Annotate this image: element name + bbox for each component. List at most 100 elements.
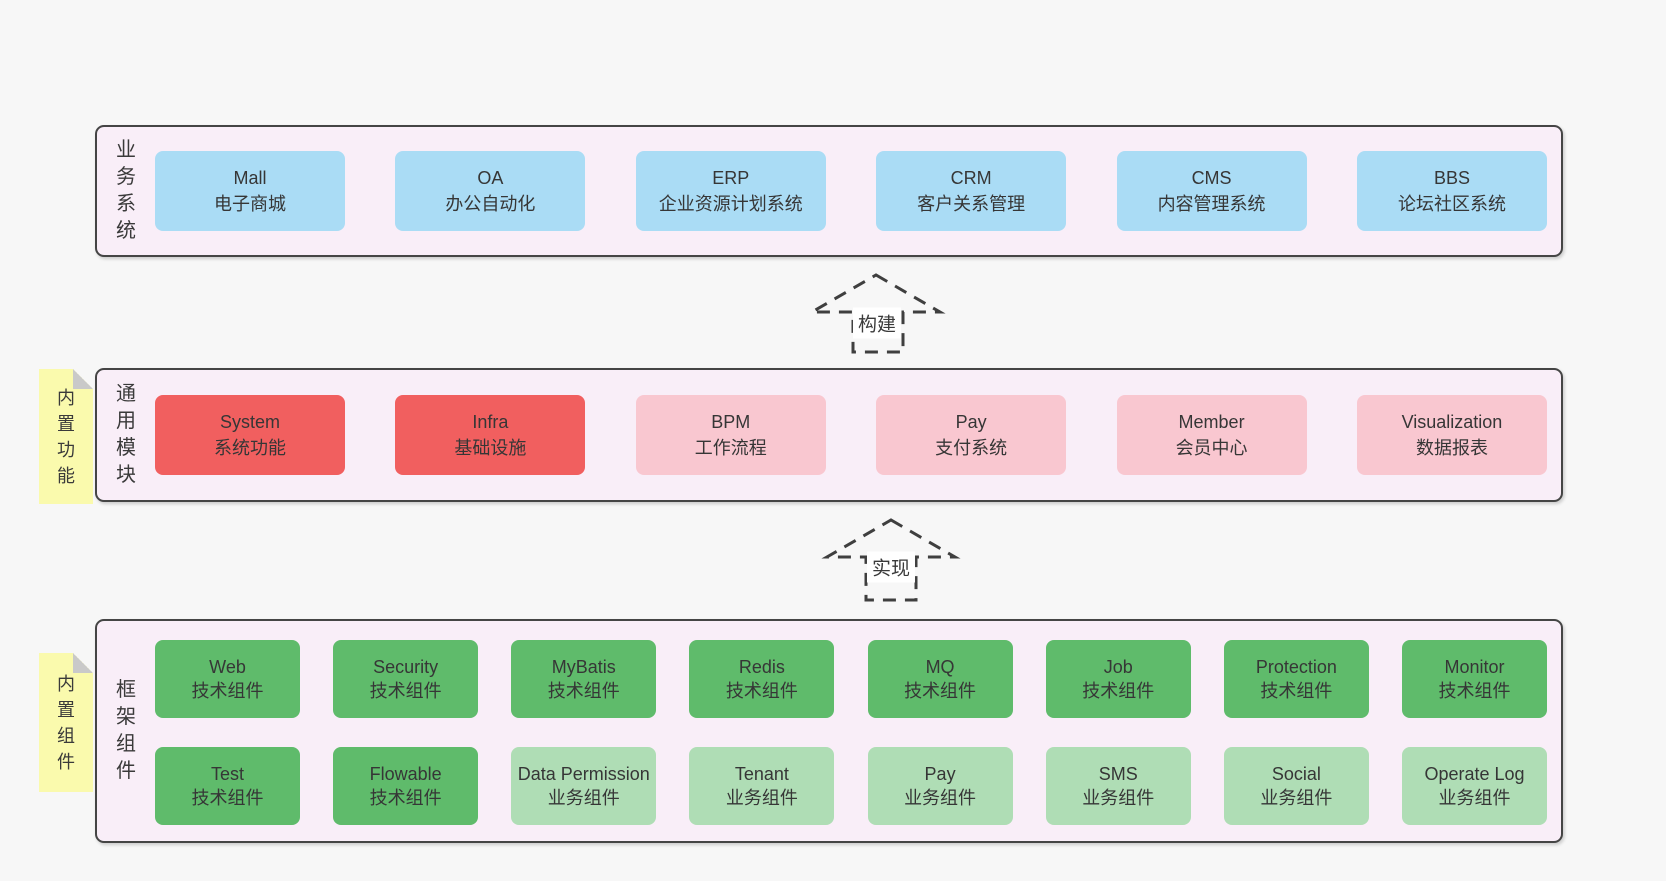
module-desc: 业务组件 bbox=[1438, 788, 1511, 808]
module-box-mybatis: MyBatis 技术组件 bbox=[511, 640, 657, 718]
band-label-modules: 通用模块 bbox=[116, 383, 136, 486]
module-box-cms: CMS 内容管理系统 bbox=[1116, 151, 1307, 231]
module-name: Member bbox=[1178, 412, 1245, 432]
module-name: Infra bbox=[472, 412, 509, 432]
module-desc: 业务组件 bbox=[725, 788, 798, 808]
sticky-note-builtin-components: 内置组件 bbox=[39, 653, 93, 792]
module-box-mall: Mall 电子商城 bbox=[155, 151, 345, 231]
module-desc: 技术组件 bbox=[1438, 681, 1511, 701]
module-name: System bbox=[219, 412, 280, 432]
build-arrow bbox=[806, 273, 946, 354]
module-desc: 电子商城 bbox=[214, 194, 286, 214]
module-name: SMS bbox=[1098, 764, 1138, 784]
module-box-protection: Protection 技术组件 bbox=[1223, 640, 1369, 718]
sticky-note-text: 内置组件 bbox=[57, 673, 75, 772]
module-desc: 技术组件 bbox=[191, 788, 264, 808]
module-desc: 技术组件 bbox=[369, 681, 442, 701]
business-systems-row: Mall 电子商城 OA 办公自动化 ERP 企业资源计划系统 CRM 客户关系管理 CMS 内容… bbox=[155, 127, 1547, 255]
module-name: Mall bbox=[233, 168, 267, 188]
module-box-mq: MQ 技术组件 bbox=[867, 640, 1013, 718]
module-desc: 技术组件 bbox=[904, 681, 977, 701]
module-box-redis: Redis 技术组件 bbox=[689, 640, 835, 718]
module-box-monitor: Monitor 技术组件 bbox=[1401, 640, 1547, 718]
module-name: Monitor bbox=[1444, 657, 1505, 677]
folded-corner-icon bbox=[73, 369, 93, 389]
module-box-member: Member 会员中心 bbox=[1116, 395, 1307, 475]
common-modules-row: System 系统功能 Infra 基础设施 BPM 工作流程 Pay 支付系统 Member 会… bbox=[155, 370, 1547, 500]
module-desc: 工作流程 bbox=[694, 438, 767, 458]
module-box-visualization: Visualization 数据报表 bbox=[1356, 395, 1547, 475]
module-name: Pay bbox=[924, 764, 956, 784]
module-desc: 内容管理系统 bbox=[1157, 194, 1266, 214]
module-box-flowable: Flowable 技术组件 bbox=[333, 747, 479, 825]
module-desc: 技术组件 bbox=[369, 788, 442, 808]
module-box-bpm: BPM 工作流程 bbox=[635, 395, 826, 475]
module-name: Operate Log bbox=[1424, 764, 1525, 784]
module-desc: 基础设施 bbox=[454, 438, 527, 458]
module-desc: 技术组件 bbox=[725, 681, 798, 701]
module-desc: 业务组件 bbox=[547, 788, 620, 808]
module-name: CRM bbox=[950, 168, 992, 188]
module-desc: 企业资源计划系统 bbox=[658, 194, 803, 214]
module-desc: 办公自动化 bbox=[445, 194, 536, 214]
module-name: Pay bbox=[955, 412, 987, 432]
module-name: OA bbox=[477, 168, 504, 188]
module-box-operate-log: Operate Log 业务组件 bbox=[1401, 747, 1547, 825]
module-name: MQ bbox=[925, 657, 955, 677]
band-label-framework: 框架组件 bbox=[116, 679, 136, 782]
module-desc: 技术组件 bbox=[1260, 681, 1333, 701]
module-desc: 系统功能 bbox=[214, 438, 286, 458]
module-name: BPM bbox=[711, 412, 751, 432]
module-name: ERP bbox=[712, 168, 750, 188]
module-name: Visualization bbox=[1401, 412, 1503, 432]
module-desc: 业务组件 bbox=[1082, 788, 1155, 808]
module-name: Security bbox=[373, 657, 439, 677]
module-box-sms: SMS 业务组件 bbox=[1045, 747, 1191, 825]
module-box-pay: Pay 业务组件 bbox=[867, 747, 1013, 825]
module-desc: 数据报表 bbox=[1415, 438, 1488, 458]
module-box-social: Social 业务组件 bbox=[1223, 747, 1369, 825]
implement-arrow-label: 实现 bbox=[866, 551, 916, 583]
module-name: Job bbox=[1103, 657, 1133, 677]
module-name: MyBatis bbox=[551, 657, 616, 677]
module-name: CMS bbox=[1191, 168, 1232, 188]
module-box-test: Test 技术组件 bbox=[155, 747, 300, 825]
module-name: Social bbox=[1271, 764, 1321, 784]
band-label-business: 业务系统 bbox=[116, 139, 136, 242]
module-box-bbs: BBS 论坛社区系统 bbox=[1356, 151, 1547, 231]
module-name: Protection bbox=[1255, 657, 1337, 677]
sticky-note-builtin-features: 内置功能 bbox=[39, 369, 93, 504]
module-name: Redis bbox=[738, 657, 785, 677]
module-desc: 会员中心 bbox=[1175, 438, 1248, 458]
module-box-job: Job 技术组件 bbox=[1045, 640, 1191, 718]
module-desc: 业务组件 bbox=[1260, 788, 1333, 808]
module-box-infra: Infra 基础设施 bbox=[395, 395, 586, 475]
module-box-web: Web 技术组件 bbox=[155, 640, 300, 718]
module-desc: 客户关系管理 bbox=[917, 194, 1026, 214]
module-box-data-permission: Data Permission 业务组件 bbox=[511, 747, 657, 825]
module-name: Flowable bbox=[369, 764, 442, 784]
module-name: Test bbox=[210, 764, 244, 784]
module-box-oa: OA 办公自动化 bbox=[395, 151, 586, 231]
build-arrow-label: 构建 bbox=[852, 307, 902, 339]
sticky-note-text: 内置功能 bbox=[57, 387, 75, 486]
module-name: Data Permission bbox=[517, 764, 650, 784]
module-desc: 支付系统 bbox=[935, 438, 1008, 458]
module-desc: 技术组件 bbox=[547, 681, 620, 701]
module-box-security: Security 技术组件 bbox=[333, 640, 479, 718]
business-systems-band: 业务系统 Mall 电子商城 OA 办公自动化 ERP 企业资源计划系统 CRM 客户关系管理… bbox=[95, 125, 1563, 257]
module-box-erp: ERP 企业资源计划系统 bbox=[635, 151, 826, 231]
module-desc: 技术组件 bbox=[1082, 681, 1155, 701]
module-name: Web bbox=[209, 657, 246, 677]
module-box-crm: CRM 客户关系管理 bbox=[876, 151, 1067, 231]
module-desc: 业务组件 bbox=[904, 788, 977, 808]
module-desc: 技术组件 bbox=[191, 681, 264, 701]
module-desc: 论坛社区系统 bbox=[1397, 194, 1506, 214]
module-name: BBS bbox=[1433, 168, 1470, 188]
module-box-pay: Pay 支付系统 bbox=[876, 395, 1067, 475]
common-modules-band: 通用模块 System 系统功能 Infra 基础设施 BPM 工作流程 Pay 支付系统 Me… bbox=[95, 368, 1563, 502]
